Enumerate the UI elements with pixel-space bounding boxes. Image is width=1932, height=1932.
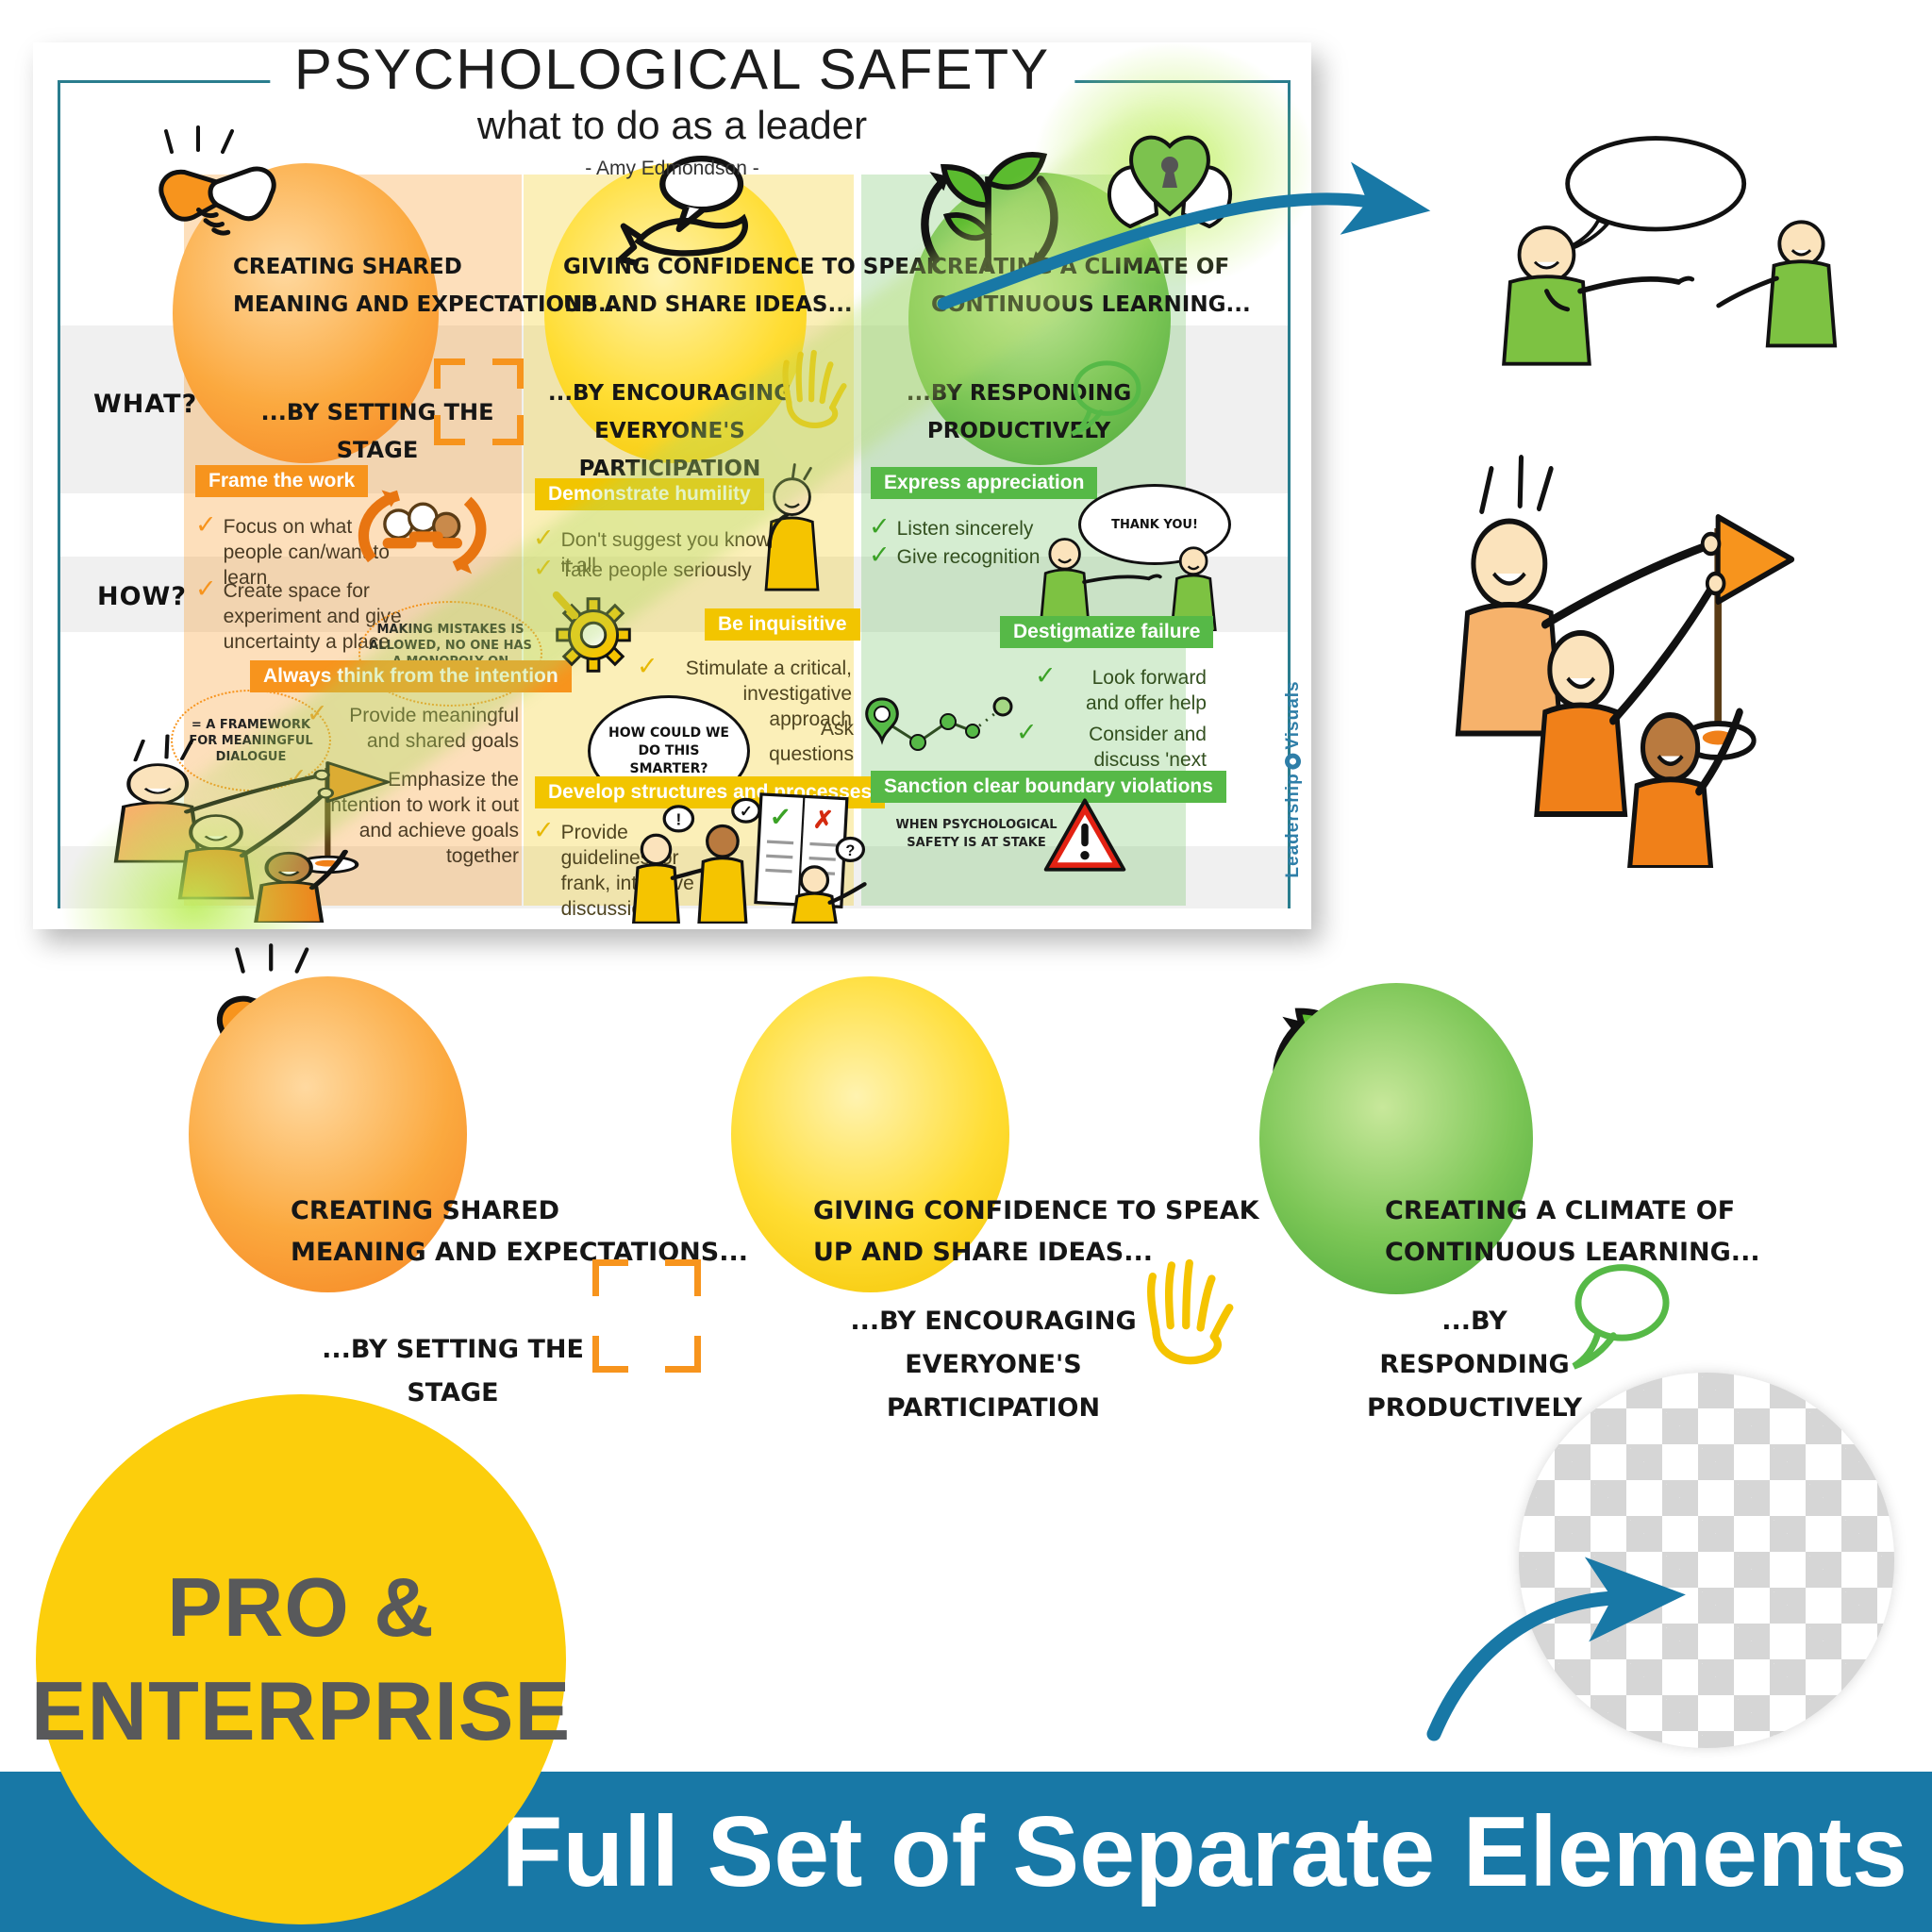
section-header-be-inquisitive: Be inquisitive [705, 608, 860, 641]
speech-bubble-outline-icon [1572, 1264, 1670, 1370]
people-pointing-at-flag-illustration [113, 734, 391, 923]
section-header-express-appreciation: Express appreciation [871, 467, 1098, 499]
mini-bubble-exclaim: ! [675, 809, 681, 828]
check-item: ✓ Focus on what people can/want to learn [195, 510, 390, 589]
check-item: ✓ Provide meaningful and shared goals [307, 699, 519, 752]
milestone-path-icon [865, 696, 1013, 751]
thinking-person-illustration [764, 463, 820, 591]
check-item: ✓ Listen sincerely [869, 512, 1034, 541]
check-item: ✓ Stimulate a critical, investigative ap… [637, 652, 852, 730]
watermark: Leadership Visuals [1283, 680, 1303, 878]
section-header-demonstrate-humility: Demonstrate humility [535, 478, 764, 510]
section-header-sanction-violations: Sanction clear boundary violations [871, 771, 1226, 803]
transparent-element-placeholder [1519, 1373, 1894, 1748]
checklist-cross-icon: ✗ [812, 805, 834, 834]
check-icon: ✓ [195, 575, 217, 604]
check-icon: ✓ [533, 524, 555, 553]
section-header-destigmatize-failure: Destigmatize failure [1000, 616, 1214, 648]
check-item: ✓ Look forward and offer help [1035, 661, 1207, 714]
how-text-1: ...BY SETTING THE STAGE [260, 399, 494, 463]
mini-bubble-question: ? [845, 842, 855, 859]
hands-holding-heart-lock-icon [1107, 135, 1233, 228]
sparkle-lines-icon [235, 943, 309, 974]
poster-subtitle: what to do as a leader [476, 103, 868, 147]
element-how-text-1: ...BY SETTING THE STAGE [322, 1335, 584, 1407]
element-how-text-2: ...BY ENCOURAGING EVERYONE'S PARTICIPATI… [850, 1307, 1137, 1423]
handshake-icon [158, 166, 276, 236]
warning-triangle-icon [1043, 798, 1126, 872]
check-item: ✓ Create space for experiment and give u… [195, 575, 402, 653]
eye-logo-icon [1285, 753, 1302, 770]
hand-speech-bubble-icon [617, 155, 748, 267]
team-cycle-icon [358, 490, 487, 575]
what-text-1: CREATING SHARED MEANING AND EXPECTATIONS… [233, 255, 624, 317]
what-text-3: CREATING A CLIMATE OF CONTINUOUS LEARNIN… [931, 255, 1251, 317]
section-header-think-from-intention: Always think from the intention [250, 660, 572, 692]
poster-author: - Amy Edmondson - [585, 158, 759, 179]
element-what-text-2: GIVING CONFIDENCE TO SPEAK UP AND SHARE … [813, 1196, 1259, 1267]
speech-bubble-outline-icon [1071, 360, 1141, 437]
check-item: ✓ Don't suggest you know it all [533, 524, 771, 576]
element-what-text-1: CREATING SHARED MEANING AND EXPECTATIONS… [291, 1196, 748, 1267]
stage-brackets-icon [434, 358, 524, 445]
thank-you-bubble: THANK YOU! [1078, 484, 1231, 565]
element-what-text-3: CREATING A CLIMATE OF CONTINUOUS LEARNIN… [1385, 1196, 1760, 1267]
how-text-3: ...BY RESPONDING PRODUCTIVELY [906, 381, 1132, 443]
raised-hand-icon [1147, 1258, 1234, 1365]
element-how-text-3: ...BY RESPONDING PRODUCTIVELY [1366, 1307, 1583, 1423]
check-item: ✓ Take people seriously [533, 554, 752, 583]
check-icon: ✓ [533, 816, 555, 845]
badge-line-2: ENTERPRISE [30, 1664, 572, 1757]
talking-pair-illustration [1502, 136, 1838, 366]
check-icon: ✓ [869, 512, 891, 541]
what-row-label: WHAT? [93, 390, 198, 419]
element-circle-orange [189, 976, 467, 1292]
poster-title: PSYCHOLOGICAL SAFETY [269, 42, 1075, 102]
check-item: ✓ Give recognition [869, 541, 1041, 570]
sanction-note: WHEN PSYCHOLOGICAL SAFETY IS AT STAKE [895, 818, 1058, 850]
banner-text: Full Set of Separate Elements [501, 1796, 1907, 1907]
how-row-label: HOW? [97, 582, 187, 611]
check-icon: ✓ [637, 652, 658, 681]
appreciation-pair-illustration [1039, 538, 1217, 631]
check-icon: ✓ [307, 699, 328, 728]
yellow-what-circle [544, 163, 807, 463]
check-icon: ✓ [195, 510, 217, 540]
mini-bubble-check: ✓ [740, 804, 753, 821]
raised-hand-icon [782, 349, 847, 428]
check-icon: ✓ [1035, 661, 1057, 691]
checklist-check-icon: ✓ [769, 802, 792, 832]
stage-brackets-icon [592, 1259, 701, 1373]
cheering-group-flag-illustration [1455, 455, 1795, 868]
element-circle-yellow [731, 976, 1009, 1292]
check-icon: ✓ [1016, 718, 1038, 747]
psychological-safety-poster: PSYCHOLOGICAL SAFETY what to do as a lea… [33, 42, 1311, 929]
check-icon: ✓ [533, 554, 555, 583]
section-header-frame-the-work: Frame the work [195, 465, 369, 497]
how-text-2: ...BY ENCOURAGING EVERYONE'S PARTICIPATI… [547, 381, 792, 481]
what-text-2: GIVING CONFIDENCE TO SPEAK UP AND SHARE … [563, 255, 943, 317]
check-item: ✓ Emphasize the intention to work it out… [286, 763, 519, 867]
check-icon: ✓ [286, 763, 308, 792]
sparkle-lines-icon [164, 125, 234, 154]
check-icon: ✓ [869, 541, 891, 570]
pro-enterprise-badge: PRO & ENTERPRISE [31, 1394, 570, 1924]
gear-magnifier-icon [552, 591, 631, 673]
element-circle-green [1259, 983, 1533, 1294]
discussion-checklist-illustration: ✓ ✗ ! ✓ ? [631, 792, 867, 924]
badge-line-1: PRO & [167, 1560, 435, 1654]
